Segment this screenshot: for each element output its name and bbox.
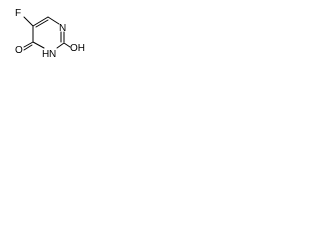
bond-c4-o: [23, 41, 34, 48]
atom-fluorine: F: [15, 8, 21, 19]
bond-c4-o-double: [23, 44, 33, 51]
bond-n3-c4: [32, 41, 45, 49]
bond-c5-f: [23, 16, 34, 27]
atom-carbonyl-oxygen: O: [15, 45, 23, 56]
bond-c5-c6: [32, 16, 49, 27]
atom-nitrogen-bottom-hydrogen: H: [42, 49, 49, 60]
bond-c2-n3: [56, 42, 65, 49]
bonds: [23, 16, 71, 51]
atom-hydroxyl: OH: [70, 43, 85, 54]
atom-nitrogen-bottom: N: [49, 49, 56, 60]
bond-c2-oh: [63, 42, 71, 48]
molecule-structure: F N N H OH O: [15, 8, 85, 60]
bond-c5-c6-double: [35, 19, 49, 28]
atom-nitrogen-top: N: [59, 23, 66, 34]
bond-c6-n1: [47, 16, 60, 25]
